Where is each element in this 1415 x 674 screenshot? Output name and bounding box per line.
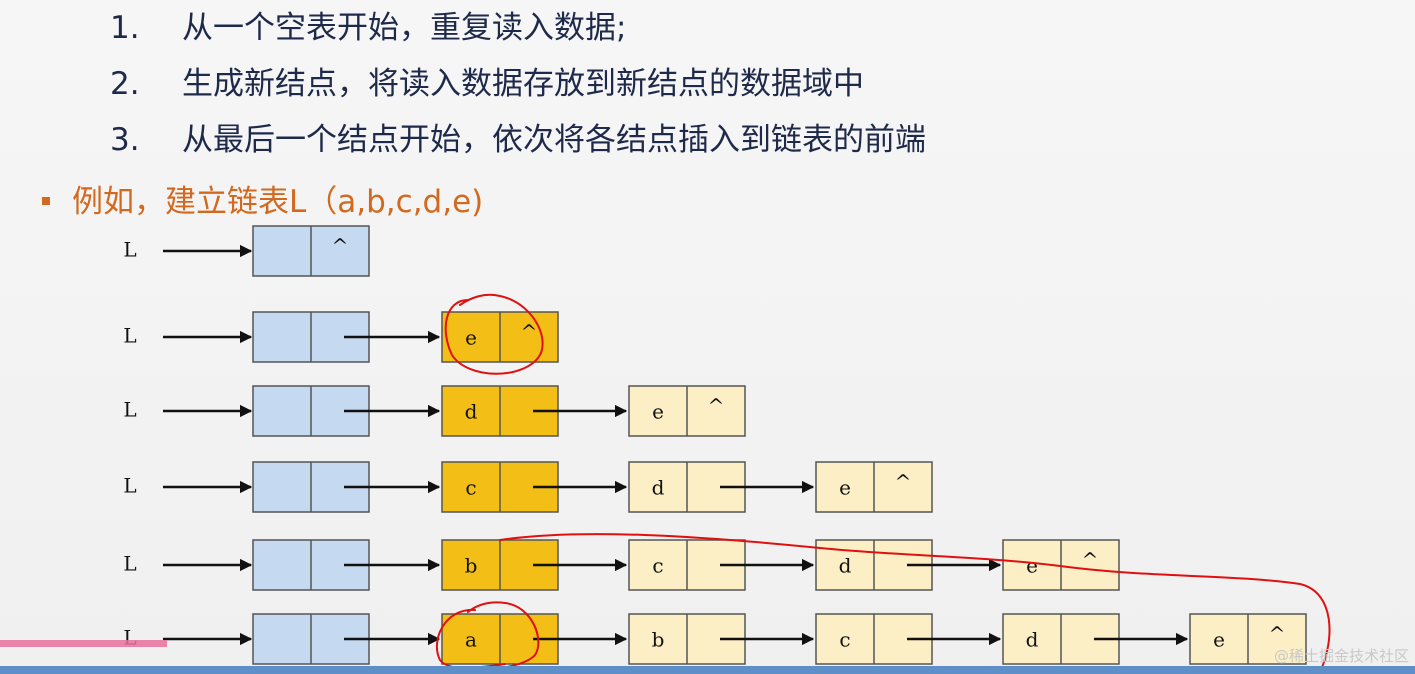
node-value: e: [1213, 628, 1225, 652]
node-value: e: [652, 400, 664, 424]
head-pointer-label: L: [123, 238, 136, 262]
node-value: e: [839, 476, 851, 500]
node-value: b: [465, 554, 478, 578]
video-progress-bar[interactable]: [0, 640, 167, 647]
step-number: 2.: [110, 66, 140, 102]
null-pointer: ^: [895, 470, 912, 494]
player-control-band: [0, 666, 1415, 674]
node-value: b: [652, 628, 665, 652]
null-pointer: ^: [1269, 622, 1286, 646]
step-text: 从最后一个结点开始，依次将各结点插入到链表的前端: [182, 122, 926, 158]
annotation-circle-e: [444, 293, 544, 375]
node-value: e: [1026, 554, 1038, 578]
node-value: d: [1026, 628, 1039, 652]
step-number: 1.: [110, 10, 140, 46]
head-pointer-label: L: [123, 552, 136, 576]
node-value: c: [652, 554, 663, 578]
node-value: d: [839, 554, 852, 578]
list-row: L^: [123, 225, 370, 277]
step-text: 从一个空表开始，重复读入数据;: [182, 10, 627, 46]
node-value: e: [465, 326, 477, 350]
null-pointer: ^: [521, 320, 538, 344]
step-number: 3.: [110, 122, 140, 158]
bullet-icon: [42, 196, 50, 205]
node-value: c: [839, 628, 850, 652]
example-heading: 例如，建立链表L（a,b,c,d,e): [42, 176, 483, 221]
null-pointer: ^: [1082, 548, 1099, 572]
head-pointer-label: L: [123, 398, 136, 422]
head-pointer-label: L: [123, 324, 136, 348]
node-value: d: [652, 476, 665, 500]
watermark: @稀土掘金技术社区: [1273, 647, 1409, 665]
annotation-line: [499, 533, 1331, 673]
node-value: a: [465, 628, 477, 652]
step-1: 1. 从一个空表开始，重复读入数据;: [110, 2, 626, 47]
null-pointer: ^: [708, 394, 725, 418]
node-value: d: [465, 400, 478, 424]
step-text: 生成新结点，将读入数据存放到新结点的数据域中: [182, 66, 864, 102]
head-pointer-label: L: [123, 474, 136, 498]
example-text: 例如，建立链表L（a,b,c,d,e): [72, 184, 484, 220]
null-pointer: ^: [332, 234, 349, 258]
step-3: 3. 从最后一个结点开始，依次将各结点插入到链表的前端: [110, 114, 926, 159]
node-value: c: [465, 476, 476, 500]
step-2: 2. 生成新结点，将读入数据存放到新结点的数据域中: [110, 58, 864, 103]
annotation-circle-a: [435, 601, 540, 671]
